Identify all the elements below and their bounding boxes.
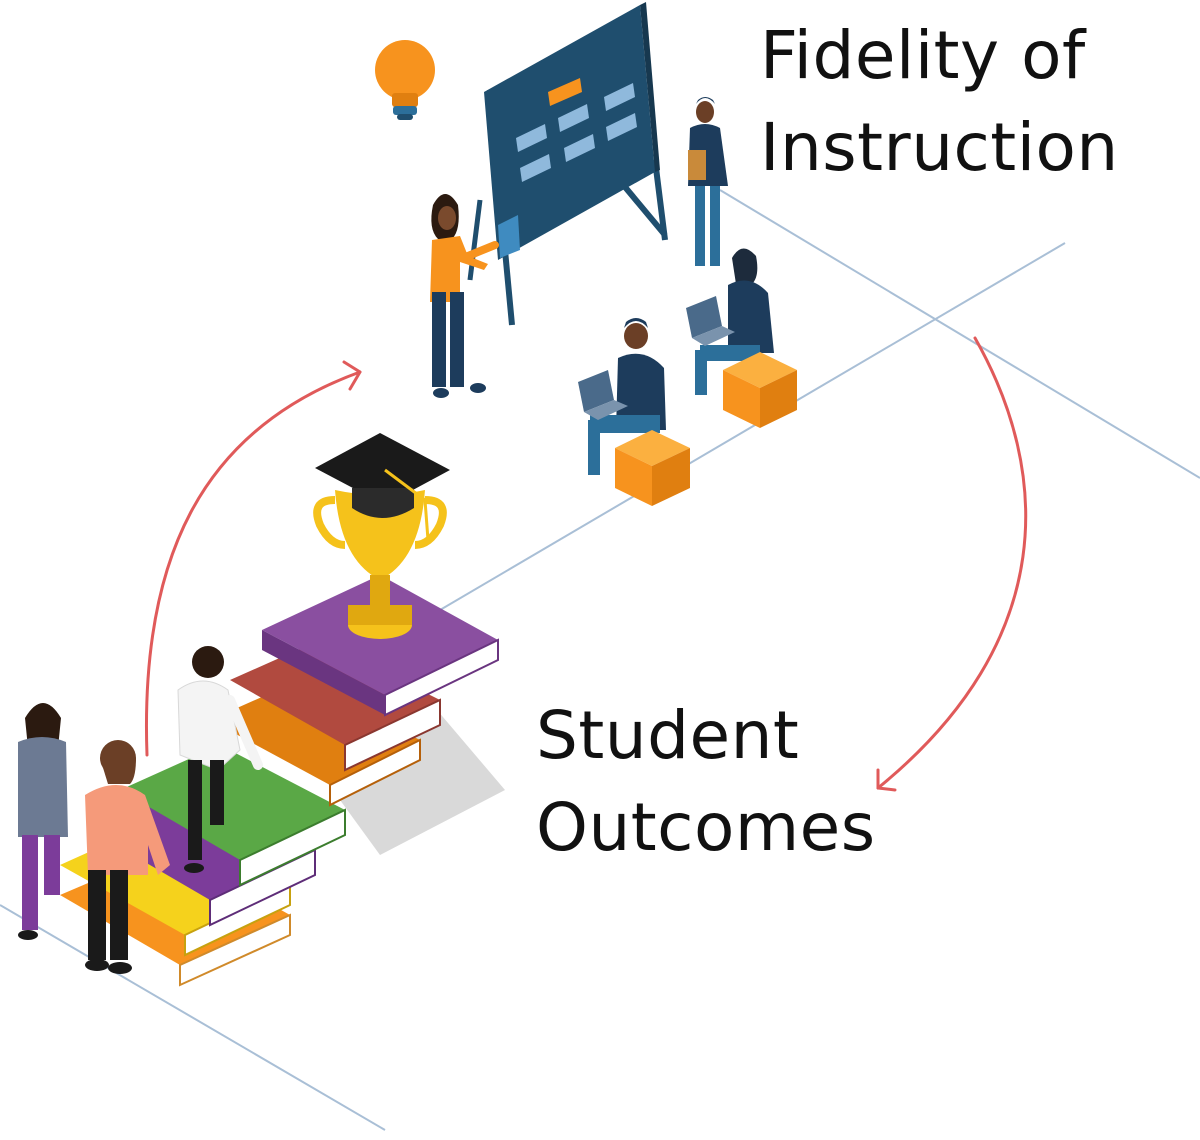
seated-student-figure (578, 318, 690, 506)
label-line: Fidelity of (760, 17, 1086, 94)
fidelity-of-instruction-label: Fidelity of Instruction (760, 10, 1119, 194)
laptop-icon (686, 296, 722, 338)
laptop-icon (578, 370, 614, 412)
arrow-down-to-outcomes (876, 336, 1028, 790)
teacher-figure (430, 194, 499, 398)
seated-student-figure (686, 248, 797, 428)
climbing-student-figure (177, 646, 263, 873)
student-figure (85, 740, 170, 974)
student-figure (18, 703, 68, 940)
student-outcomes-label: Student Outcomes (536, 690, 876, 874)
graduation-cap-icon (315, 433, 450, 541)
cycle-arrows (144, 336, 1028, 792)
label-line: Instruction (760, 109, 1119, 186)
arrowhead (342, 360, 362, 391)
arrowhead (876, 768, 897, 792)
label-line: Outcomes (536, 789, 876, 866)
standing-student-figure (688, 97, 728, 266)
lightbulb-icon (375, 40, 435, 120)
guide-lines (0, 189, 1200, 1131)
label-line: Student (536, 697, 800, 774)
arrow-up-to-instruction (144, 370, 362, 757)
presentation-board-icon (467, 2, 668, 326)
